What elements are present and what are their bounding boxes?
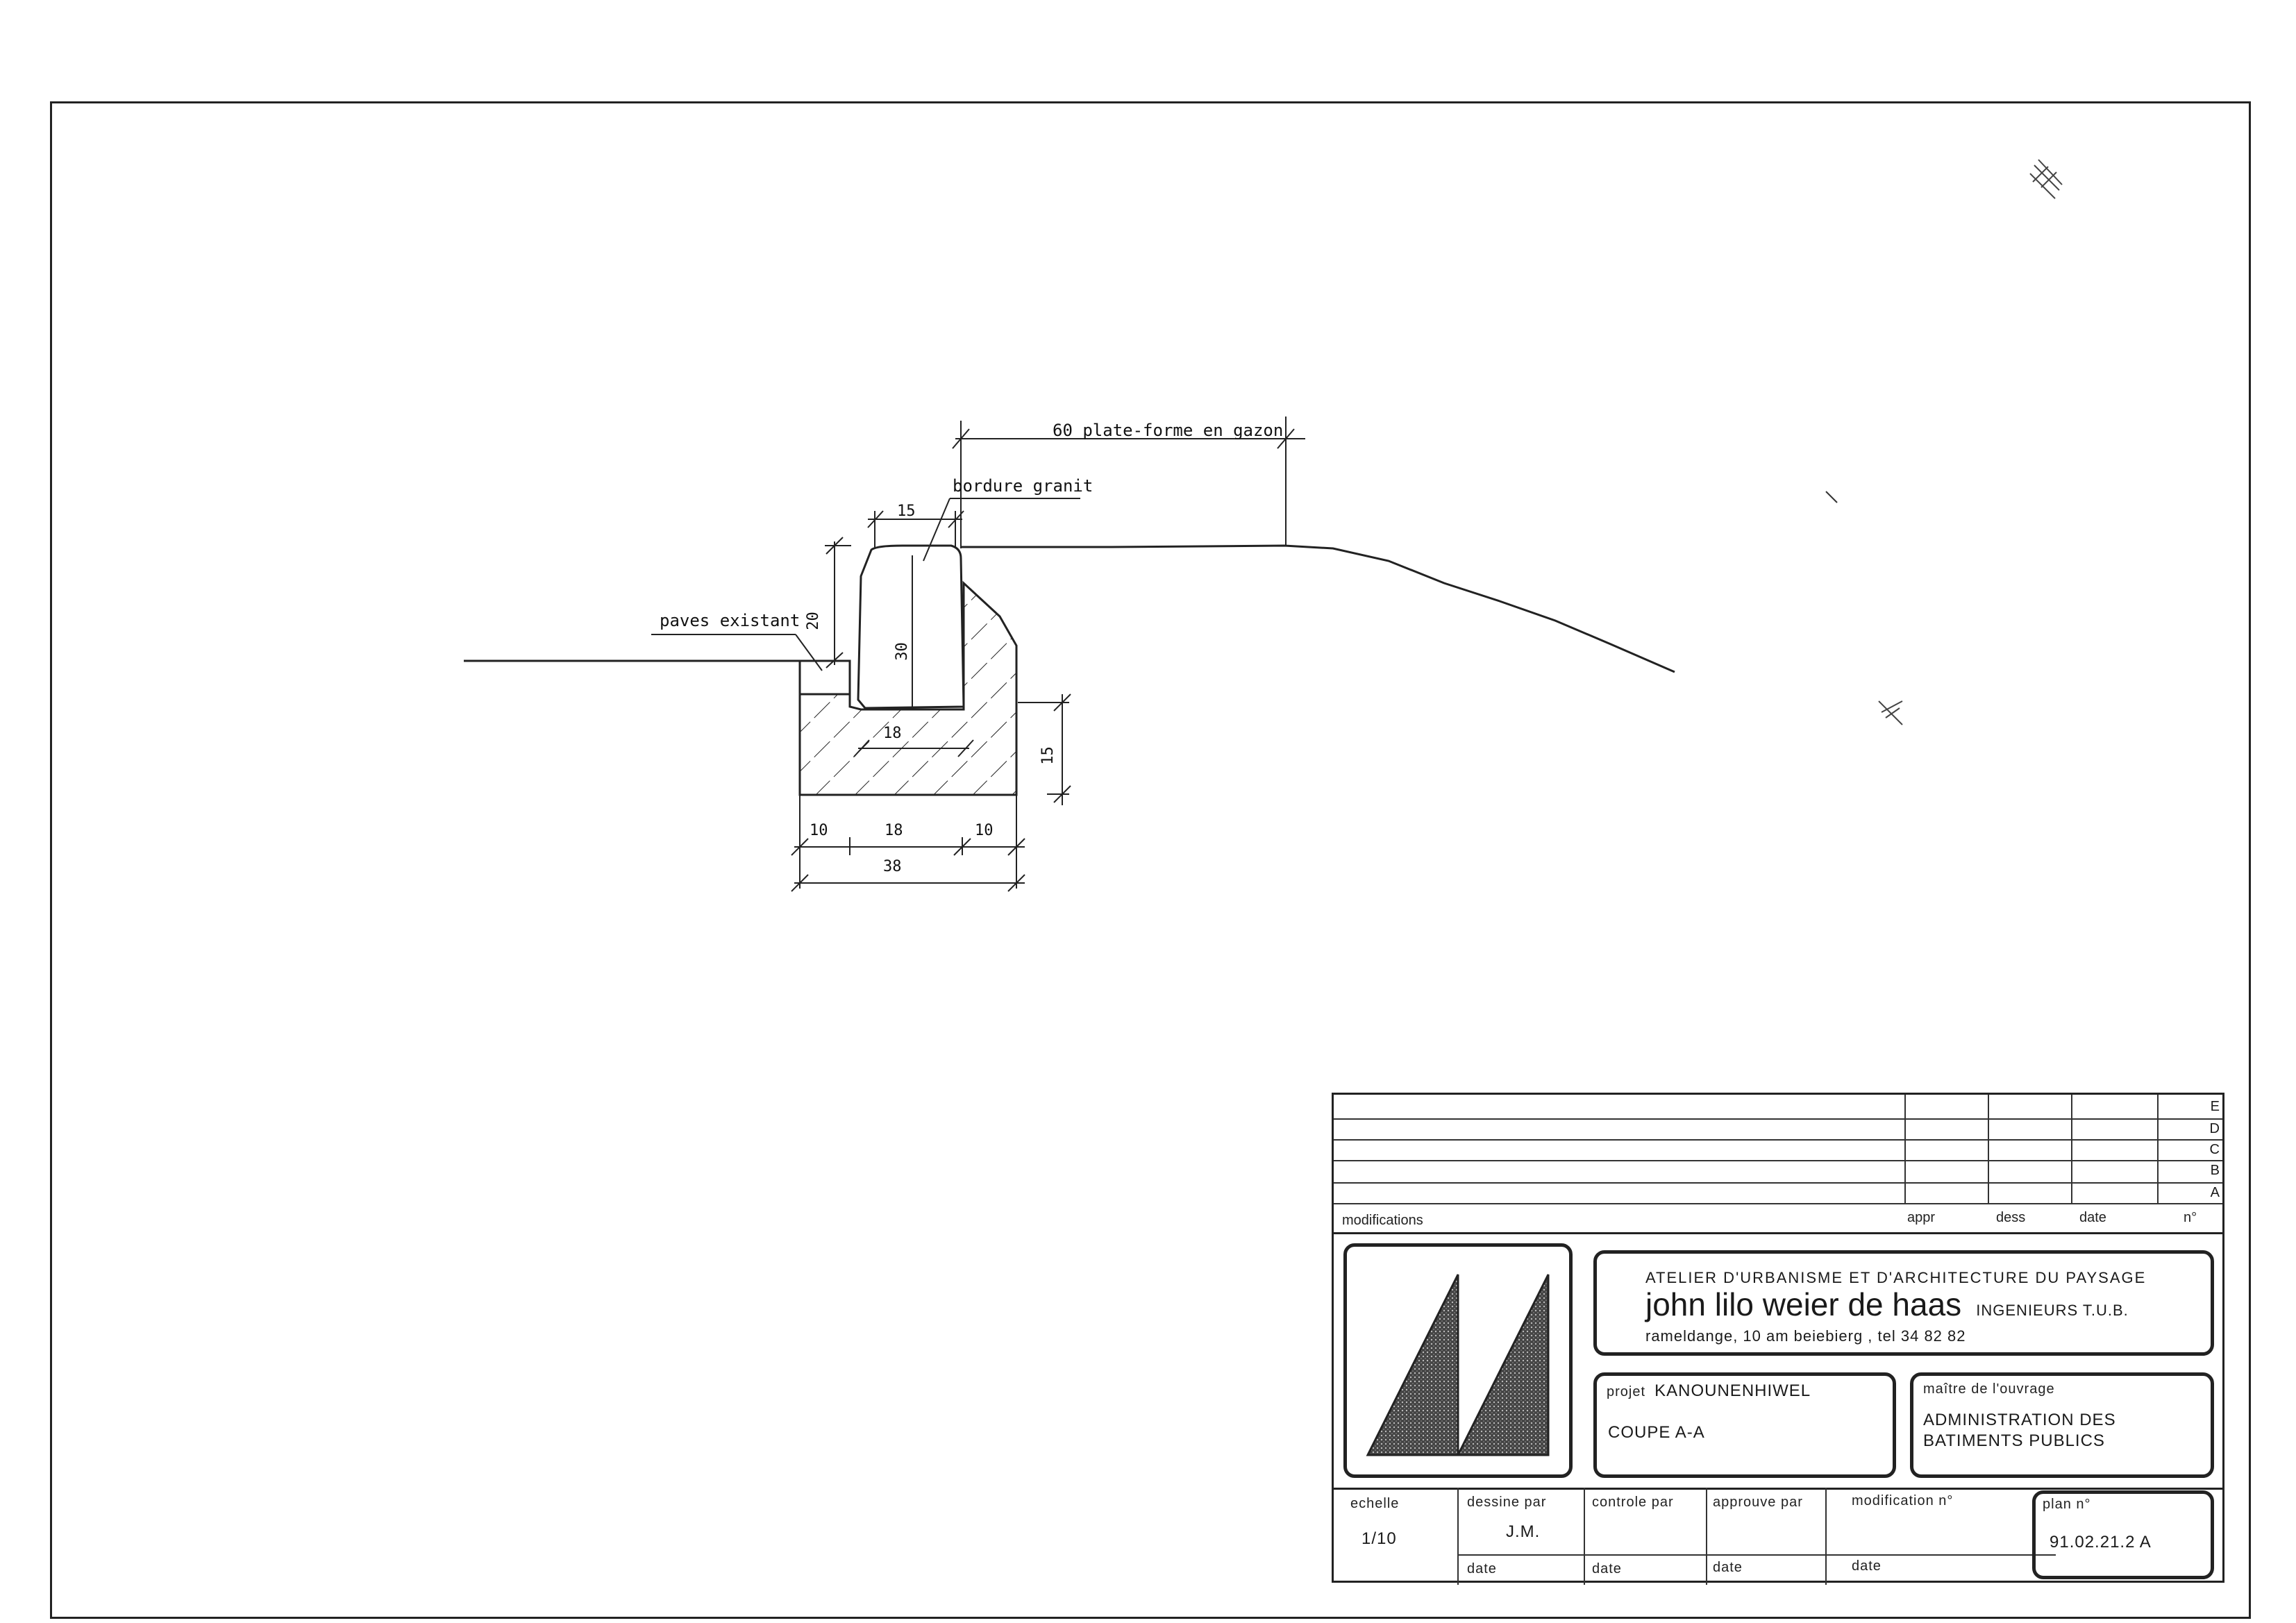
maitre-label: maître de l'ouvrage <box>1923 1381 2055 1397</box>
dim-18-bottom: 18 <box>885 822 903 839</box>
rev-letter-e: E <box>2210 1099 2220 1114</box>
plan-label: plan n° <box>2043 1497 2091 1512</box>
echelle-label: echelle <box>1350 1496 1400 1511</box>
projet-value: KANOUNENHIWEL <box>1654 1381 1811 1400</box>
title-block: E D C B A modifications appr dess date n… <box>1332 1093 2224 1585</box>
echelle-value: 1/10 <box>1361 1529 1397 1548</box>
sheet-title: COUPE A-A <box>1608 1423 1705 1442</box>
dim-30: 30 <box>893 642 911 661</box>
date-1: date <box>1467 1561 1497 1576</box>
plan-value: 91.02.21.2 A <box>2050 1533 2152 1551</box>
dim-38: 38 <box>883 858 902 875</box>
dim-10-left: 10 <box>810 822 828 839</box>
dim-10-right: 10 <box>975 822 994 839</box>
firm-logo-box <box>1343 1243 1573 1478</box>
project-box: projet KANOUNENHIWEL COUPE A-A <box>1593 1372 1896 1478</box>
rev-letter-d: D <box>2209 1121 2220 1136</box>
paving-stone <box>798 659 851 696</box>
rev-letter-c: C <box>2209 1142 2220 1157</box>
rev-letter-b: B <box>2210 1163 2220 1178</box>
dim-15-top: 15 <box>897 503 916 520</box>
modifications-label: modifications <box>1342 1213 1423 1228</box>
firm-name: john lilo weier de haas <box>1645 1286 1962 1322</box>
dessine-label: dessine par <box>1467 1495 1547 1510</box>
firm-info-box: ATELIER D'URBANISME ET D'ARCHITECTURE DU… <box>1593 1250 2214 1356</box>
dess-label: dess <box>1996 1210 2026 1225</box>
projet-label: projet <box>1607 1384 1646 1399</box>
top-dimension-label: 60 plate-forme en gazon <box>1053 421 1284 440</box>
appr-label: appr <box>1907 1210 1936 1225</box>
granite-curb <box>857 544 965 709</box>
lawn-line <box>961 544 1675 673</box>
concrete-foundation <box>798 580 1018 796</box>
dim-20: 20 <box>804 612 822 630</box>
client-box: maître de l'ouvrage ADMINISTRATION DES B… <box>1910 1372 2214 1478</box>
approuve-label: approuve par <box>1713 1495 1803 1510</box>
drawing-frame <box>50 101 2251 1619</box>
dessine-value: J.M. <box>1506 1522 1541 1541</box>
date-2: date <box>1592 1561 1622 1576</box>
dim-15-right: 15 <box>1039 746 1057 765</box>
date-label: date <box>2079 1210 2106 1225</box>
dim-18-inner: 18 <box>883 725 902 742</box>
bordure-label: bordure granit <box>953 476 1093 496</box>
no-label: n° <box>2184 1210 2197 1225</box>
firm-line1: ATELIER D'URBANISME ET D'ARCHITECTURE DU… <box>1645 1269 2147 1286</box>
date-4: date <box>1852 1558 1882 1574</box>
paves-label: paves existant <box>660 611 801 630</box>
firm-address: rameldange, 10 am beiebierg , tel 34 82 … <box>1645 1327 1966 1345</box>
modification-label: modification n° <box>1852 1493 1954 1508</box>
controle-label: controle par <box>1592 1495 1674 1510</box>
firm-logo <box>1366 1274 1550 1456</box>
date-3: date <box>1713 1560 1743 1575</box>
plan-number-box: plan n° 91.02.21.2 A <box>2032 1490 2214 1579</box>
firm-suffix: INGENIEURS T.U.B. <box>1976 1302 2129 1319</box>
maitre-line1: ADMINISTRATION DES <box>1923 1411 2116 1429</box>
maitre-line2: BATIMENTS PUBLICS <box>1923 1431 2105 1450</box>
rev-letter-a: A <box>2210 1185 2220 1200</box>
